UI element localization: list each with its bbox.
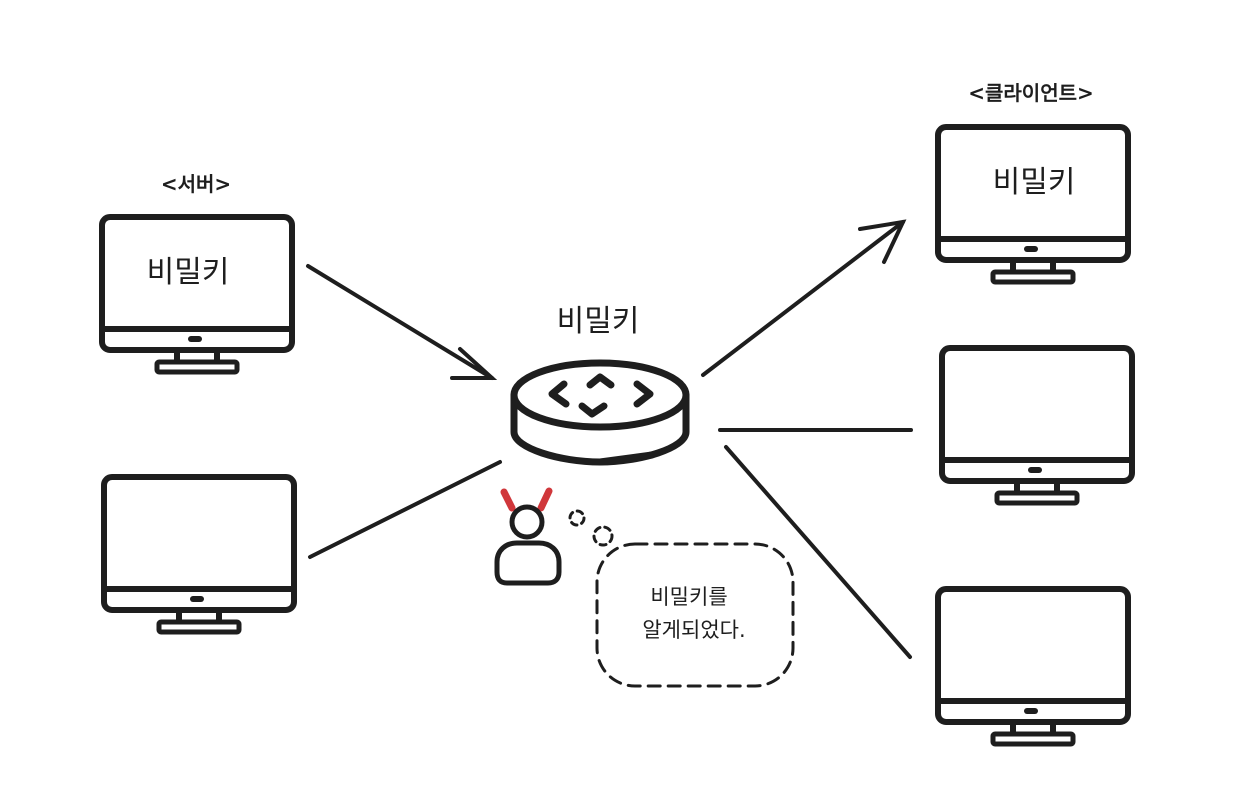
client-monitor-3 [938, 589, 1128, 744]
server-monitor-1 [102, 217, 292, 372]
desktop-monitor-icon [942, 348, 1132, 503]
thought-bubble [568, 509, 795, 688]
server-key-label: 비밀키 [147, 255, 230, 290]
desktop-monitor-icon [938, 127, 1128, 282]
arrowhead-hub [450, 347, 498, 380]
server-monitor-2 [104, 477, 294, 632]
hub-key-label: 비밀키 [557, 304, 640, 339]
network-hub-icon [510, 359, 690, 466]
hacker-user-icon [494, 487, 562, 586]
line-server2-hub [308, 460, 502, 559]
line-hub-client1 [701, 220, 905, 377]
server-title: <서버> [161, 172, 231, 196]
client-monitor-1 [938, 127, 1128, 282]
desktop-monitor-icon [102, 217, 292, 372]
line-server1-hub [306, 264, 494, 380]
client-key-label: 비밀키 [993, 165, 1076, 200]
arrowhead-client1 [858, 219, 907, 264]
connection-lines [306, 219, 913, 659]
desktop-monitor-icon [104, 477, 294, 632]
client-title: <클라이언트> [968, 81, 1094, 105]
bubble-text-line2: 알게되었다. [642, 618, 745, 642]
line-hub-client3 [724, 445, 912, 659]
bubble-text-line1: 비밀키를 [650, 585, 727, 609]
client-monitor-2 [942, 348, 1132, 503]
desktop-monitor-icon [938, 589, 1128, 744]
